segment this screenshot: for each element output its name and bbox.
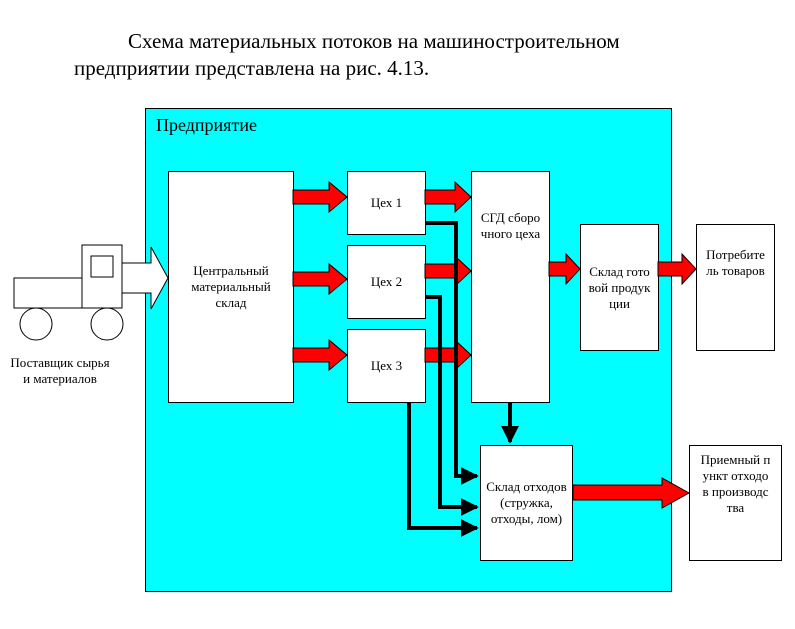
heading-line-1: Схема материальных потоков на машиностро… (128, 29, 620, 53)
waste-warehouse-node: Склад отходов (стружка, отходы, лом) (480, 445, 573, 561)
flow-arrow-shop1-assembly (424, 180, 472, 214)
central-warehouse-node: Центральный материальный склад (168, 171, 294, 403)
consumer-label: Потребитель товаров (706, 247, 765, 278)
flow-arrow-finished-consumer (657, 252, 697, 286)
waste-line-shop1 (425, 221, 479, 485)
waste-collection-label: Приемный пункт отходов производства (700, 452, 771, 515)
finished-goods-label: Склад готовой продукции (588, 263, 651, 311)
waste-warehouse-label: Склад отходов (стружка, отходы, лом) (486, 479, 567, 526)
supply-arrow (121, 246, 169, 310)
supplier-label: Поставщик сырья и материалов (10, 355, 110, 386)
shop-1-label: Цех 1 (370, 195, 403, 210)
central-warehouse-label: Центральный материальный склад (191, 263, 271, 310)
heading-line-2: предприятии представлена на рис. 4.13. (74, 56, 430, 80)
shop-2-node: Цех 2 (347, 245, 426, 319)
flow-arrow-warehouse-shop2 (292, 262, 348, 296)
waste-line-shop2 (425, 295, 479, 516)
flow-arrow-warehouse-shop1 (292, 180, 348, 214)
finished-goods-node: Склад готовой продукции (580, 224, 659, 351)
enterprise-label: Предприятие (156, 115, 257, 135)
waste-collection-node: Приемный пункт отходов производства (689, 445, 782, 561)
shop-1-node: Цех 1 (347, 171, 426, 235)
assembly-node: СГД сборочного цеха (471, 171, 550, 403)
diagram-heading: Схема материальных потоков на машиностро… (74, 28, 754, 82)
flow-arrow-assembly-finished (548, 252, 581, 286)
shop-3-node: Цех 3 (347, 329, 426, 403)
flow-arrow-warehouse-shop3 (292, 338, 348, 372)
flow-arrow-shop2-assembly (424, 254, 472, 288)
flow-arrow-waste-collection (572, 477, 691, 509)
shop-2-label: Цех 2 (370, 274, 403, 289)
consumer-node: Потребитель товаров (696, 224, 775, 351)
assembly-label: СГД сборочного цеха (480, 210, 541, 241)
flow-arrow-shop3-assembly (424, 338, 472, 372)
waste-line-shop3 (407, 403, 479, 537)
supplier-truck-icon (13, 244, 124, 341)
shop-3-label: Цех 3 (370, 358, 403, 373)
